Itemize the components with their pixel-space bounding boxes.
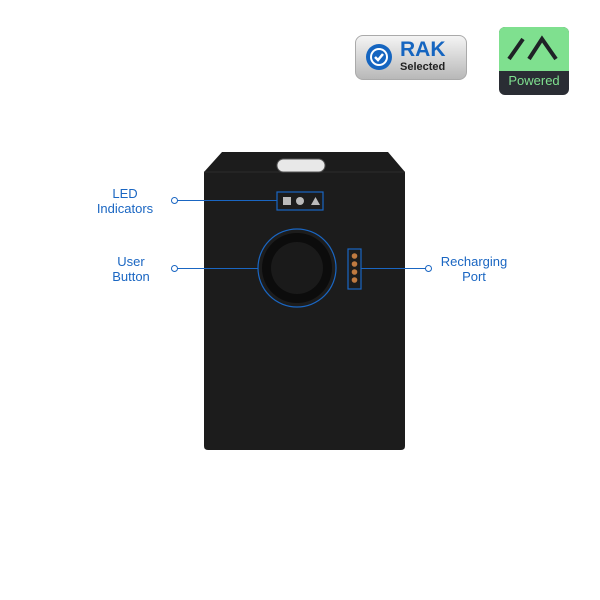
- led-indicators-label: LED Indicators: [96, 186, 154, 216]
- user-button-label: User Button: [112, 254, 150, 284]
- led-callout-line: [176, 200, 277, 201]
- port-callout-line: [361, 268, 427, 269]
- recharging-port-label: Recharging Port: [440, 254, 508, 284]
- logo-icon: [507, 35, 558, 61]
- rak-subtitle: Selected: [400, 61, 446, 73]
- port-highlight-box: [347, 248, 362, 290]
- rak-title: RAK: [400, 38, 446, 61]
- led-circle-icon: [296, 197, 304, 205]
- led-triangle-icon: [311, 197, 320, 205]
- port-callout-dot: [425, 265, 432, 272]
- button-callout-dot: [171, 265, 178, 272]
- led-square-icon: [283, 197, 291, 205]
- led-callout-dot: [171, 197, 178, 204]
- verified-check-icon: [366, 44, 392, 70]
- powered-label: Powered: [508, 73, 560, 88]
- led-highlight-box: [276, 191, 324, 211]
- lanyard-slot: [276, 158, 326, 173]
- powered-badge: Powered: [499, 27, 569, 95]
- user-button: [271, 242, 323, 294]
- button-highlight-ring: [257, 228, 337, 308]
- button-callout-line: [176, 268, 258, 269]
- rak-selected-badge: RAK Selected: [355, 35, 467, 80]
